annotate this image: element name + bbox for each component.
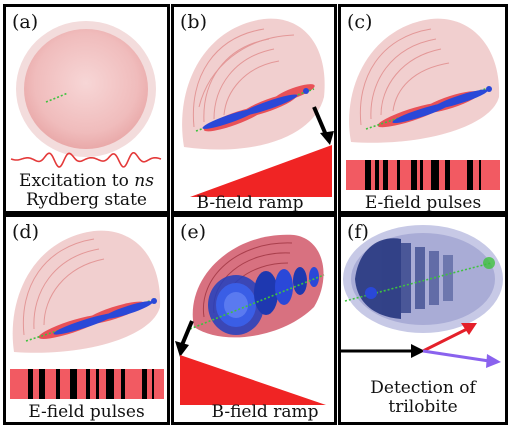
panel-f-caption: Detection of trilobite: [341, 379, 505, 417]
panel-a-label: (a): [12, 11, 39, 33]
panel-a-caption-line2: Rydberg state: [26, 190, 147, 210]
blue-atom: [365, 287, 377, 299]
panel-a-caption: Excitation to ns Rydberg state: [6, 172, 167, 210]
panel-b-caption: B-field ramp: [196, 193, 304, 213]
black-arrow-head: [175, 341, 189, 357]
cloud-shells: [192, 28, 295, 128]
black-arrow-shaft: [312, 106, 328, 136]
b-field-ramp: [180, 355, 326, 405]
red-vector: [422, 327, 468, 353]
panel-b-label: (b): [180, 11, 207, 33]
green-atom: [483, 257, 495, 269]
black-vector-head: [411, 344, 425, 358]
panel-d-graphic: [10, 230, 164, 399]
panel-f-caption-line2: trilobite: [388, 397, 458, 417]
cloud: [349, 18, 500, 143]
panel-b-graphic: [182, 18, 334, 197]
panel-e: (e) B-field ramp: [171, 214, 337, 425]
cloud: [12, 230, 161, 353]
panel-d-caption: E-field pulses: [28, 402, 145, 422]
panel-b: (b) B-field ramp: [171, 4, 337, 214]
purple-vector-head: [486, 354, 501, 368]
e-field-pulses: [365, 160, 481, 190]
panel-c-graphic: [346, 18, 500, 190]
panel-a-caption-ns: ns: [134, 171, 154, 191]
e-field-pulses: [28, 369, 154, 399]
red-vector-head: [461, 323, 477, 335]
blue-trilobite-rings: [208, 267, 319, 335]
panel-f-graphic: [341, 225, 503, 368]
panel-a: (a) Excitation to ns Rydberg state: [3, 4, 170, 214]
panel-e-label: (e): [180, 221, 207, 243]
panel-f-caption-line1: Detection of: [370, 378, 476, 398]
cloud: [182, 18, 325, 150]
panel-f-label: (f): [347, 221, 369, 243]
panel-f: (f) Detection of trilobite: [338, 214, 508, 425]
panel-d-label: (d): [12, 221, 39, 243]
panel-a-caption-prefix: Excitation to: [19, 171, 135, 191]
radial-wavefunction: [10, 152, 162, 168]
panel-c-caption: E-field pulses: [364, 193, 482, 213]
rydberg-cloud: [24, 29, 148, 149]
cloud-shells: [359, 28, 450, 126]
molecular-axis: [189, 274, 325, 330]
b-field-ramp: [190, 145, 332, 197]
panel-c: (c) E-field pulses: [338, 4, 508, 214]
panel-e-graphic: [175, 234, 326, 405]
blue-atoms: [392, 86, 492, 124]
purple-vector: [422, 349, 490, 363]
panel-c-label: (c): [347, 11, 373, 33]
panel-e-caption: B-field ramp: [211, 402, 319, 422]
black-arrow-shaft: [180, 320, 194, 346]
black-arrow-head: [320, 131, 334, 145]
blue-atoms: [202, 88, 309, 129]
cloud-shells: [22, 238, 105, 336]
panel-d: (d) E-field pulses: [3, 214, 170, 425]
trilobite-lobes: [355, 238, 453, 319]
panel-a-graphic: [10, 21, 162, 168]
blue-atoms: [53, 298, 157, 335]
